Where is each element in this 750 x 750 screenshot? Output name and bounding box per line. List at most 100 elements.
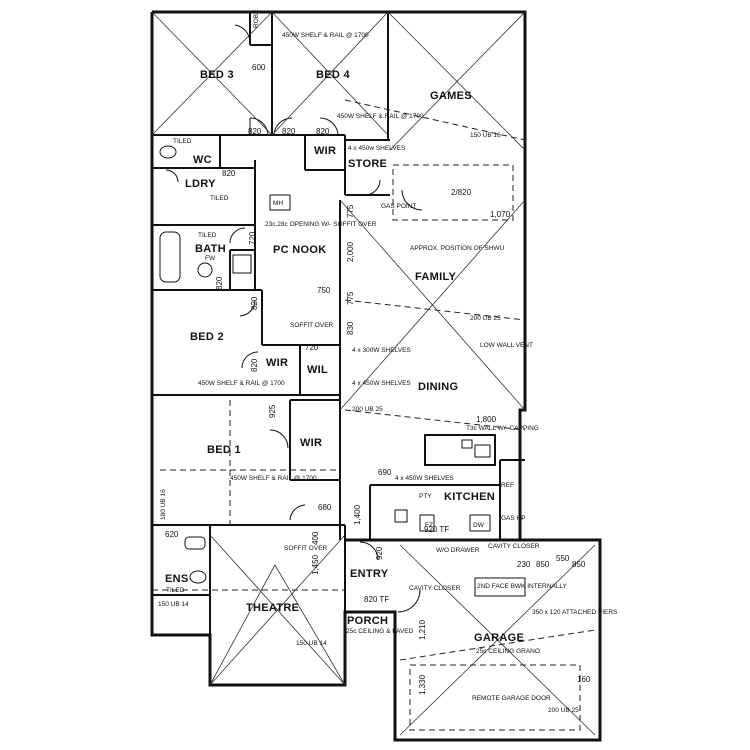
room-bath: BATH bbox=[195, 243, 226, 255]
note-shw-pos: APPROX. POSITION OF SHWU bbox=[410, 245, 505, 252]
room-wir-c: WIR bbox=[300, 437, 322, 449]
note-shelves-store: 4 x 450w SHELVES bbox=[348, 145, 406, 152]
note-cavity-closer2: CAVITY CLOSER bbox=[409, 585, 461, 592]
face-brick-box bbox=[474, 577, 526, 597]
note-cavity-closer1: CAVITY CLOSER bbox=[488, 543, 540, 550]
dim-830: 830 bbox=[346, 321, 355, 335]
basin-icon bbox=[197, 262, 213, 278]
dim-1070: 1,070 bbox=[490, 210, 511, 219]
dim-820g: 820 bbox=[250, 358, 259, 372]
note-gas-hp: GAS HP bbox=[501, 515, 526, 522]
dim-1210: 1,210 bbox=[418, 619, 427, 640]
dim-2000: 2,000 bbox=[346, 241, 355, 262]
dim-680: 680 bbox=[318, 503, 332, 512]
dim-920: 920 bbox=[375, 546, 384, 560]
note-tiled-ldry: TILED bbox=[210, 195, 229, 202]
basin-ens-icon bbox=[184, 536, 206, 550]
dim-820f: 820 bbox=[250, 296, 259, 310]
room-garage: GARAGE bbox=[474, 632, 524, 644]
note-wo-drawer: W/O DRAWER bbox=[436, 547, 480, 554]
note-mh: MH bbox=[273, 200, 283, 207]
room-pc-nook: PC NOOK bbox=[273, 244, 326, 256]
room-dining: DINING bbox=[418, 381, 458, 393]
room-bed3: BED 3 bbox=[200, 69, 234, 81]
door-swings bbox=[165, 24, 423, 613]
note-robe: ROBE bbox=[253, 9, 260, 28]
room-wir-b: WIR bbox=[266, 357, 288, 369]
note-tiled-wc: TILED bbox=[173, 138, 192, 145]
dim-820b: 820 bbox=[282, 127, 296, 136]
note-fw: FW bbox=[205, 255, 216, 262]
note-piers: 350 x 120 ATTACHED PIERS bbox=[532, 609, 618, 616]
bathtub-icon bbox=[159, 231, 181, 283]
room-bed1: BED 1 bbox=[207, 444, 241, 456]
notes: ROBE 450W SHELF & RAIL @ 1700 450W SHELF… bbox=[158, 9, 618, 714]
note-fridge: FZ bbox=[425, 522, 433, 529]
note-ub-garage: 200 UB 25 bbox=[548, 707, 579, 714]
dim-1330: 1,330 bbox=[418, 674, 427, 695]
room-wc: WC bbox=[193, 154, 212, 166]
note-wall-capping: T3c WALL W/- CAPPING bbox=[466, 425, 539, 432]
note-gas-point: GAS POINT bbox=[381, 203, 416, 210]
note-shelf-bed1: 450W SHELF & RAIL @ 1700 bbox=[230, 475, 317, 482]
toilet-icon bbox=[159, 145, 177, 159]
dim-720a: 720 bbox=[248, 231, 257, 245]
dimensions: 600 820 820 820 820 820 820 820 720 720 … bbox=[165, 63, 591, 695]
dim-160: 160 bbox=[577, 675, 591, 684]
dim-820d: 820 bbox=[222, 169, 236, 178]
note-shelves-300: 4 x 300W SHELVES bbox=[352, 347, 411, 354]
note-tiled-bath: TILED bbox=[198, 232, 217, 239]
note-ub-ens: 150 UB 14 bbox=[158, 601, 189, 608]
note-ub-games: 150 UB 16 bbox=[470, 132, 501, 139]
note-dw: DW bbox=[473, 522, 485, 529]
dim-2820: 2/820 bbox=[451, 188, 472, 197]
beam-lines bbox=[152, 99, 596, 731]
dim-920tf: 920 TF bbox=[424, 525, 449, 534]
room-family: FAMILY bbox=[415, 271, 456, 283]
dim-750: 750 bbox=[317, 286, 331, 295]
note-garage-ceiling: 25c CEILING GRANO bbox=[476, 648, 540, 655]
note-soffit-over: SOFFIT OVER bbox=[290, 322, 334, 329]
note-soffit-theatre: SOFFIT OVER bbox=[284, 545, 328, 552]
dim-775b: 775 bbox=[346, 291, 355, 305]
note-opening-pc: 23c.28c OPENING W/- SOFFIT OVER bbox=[265, 221, 377, 228]
dim-820e: 820 bbox=[215, 276, 224, 290]
oven-icon bbox=[469, 514, 491, 532]
note-porch-ceiling: 25c CEILING & PAVED bbox=[346, 628, 414, 635]
dim-820tf: 820 TF bbox=[364, 595, 389, 604]
note-shelf-bed2: 450W SHELF & RAIL @ 1700 bbox=[198, 380, 285, 387]
dim-820a: 820 bbox=[248, 127, 262, 136]
note-ub-bed1: 180 UB 16 bbox=[160, 489, 167, 520]
room-store: STORE bbox=[348, 158, 387, 170]
note-shelf-bed4: 450W SHELF & RAIL @ 1700 bbox=[282, 32, 369, 39]
manhole-icon bbox=[269, 194, 291, 211]
note-shelves-450: 4 x 450W SHELVES bbox=[352, 380, 411, 387]
note-ub-family: 200 UB 25 bbox=[470, 315, 501, 322]
dim-775: 775 bbox=[346, 204, 355, 218]
dim-230: 230 bbox=[517, 560, 531, 569]
dim-1800: 1,800 bbox=[476, 415, 497, 424]
room-kitchen: KITCHEN bbox=[444, 491, 495, 503]
note-face-brick: 2ND FACE BWK INTERNALLY bbox=[477, 583, 567, 590]
room-games: GAMES bbox=[430, 90, 472, 102]
note-low-wall: LOW WALL VENT bbox=[480, 342, 533, 349]
room-wir-a: WIR bbox=[314, 145, 336, 157]
toilet-ens-icon bbox=[189, 570, 207, 584]
room-ens: ENS bbox=[165, 573, 189, 585]
dim-850a: 850 bbox=[536, 560, 550, 569]
room-bed2: BED 2 bbox=[190, 331, 224, 343]
room-entry: ENTRY bbox=[350, 568, 389, 580]
room-labels: BED 3 BED 4 GAMES WC WIR STORE LDRY BATH… bbox=[165, 69, 524, 644]
note-ub-dining: 200 UB 25 bbox=[352, 406, 383, 413]
room-porch: PORCH bbox=[347, 615, 388, 627]
note-ub-theatre: 150 UB 14 bbox=[296, 640, 327, 647]
shower-icon bbox=[232, 254, 252, 274]
dim-690: 690 bbox=[378, 468, 392, 477]
note-shelf-wir: 450W SHELF & RAIL @ 1700 bbox=[337, 113, 424, 120]
dim-850b: 850 bbox=[572, 560, 586, 569]
note-pantry: PTY bbox=[419, 493, 432, 500]
fixtures bbox=[159, 145, 526, 597]
dim-550: 550 bbox=[556, 554, 570, 563]
dim-600: 600 bbox=[252, 63, 266, 72]
